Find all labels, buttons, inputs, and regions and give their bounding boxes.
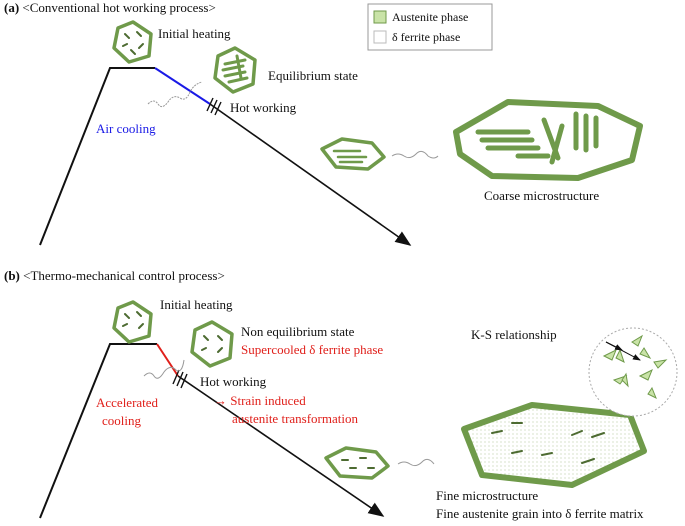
label-equilibrium-state: Equilibrium state <box>268 68 358 83</box>
label-non-equilibrium: Non equilibrium state <box>241 324 355 339</box>
grain-non-equilibrium-b <box>190 320 234 368</box>
panel-b-heading: (b) <Thermo-mechanical control process> <box>4 268 225 283</box>
panel-a-process-line <box>39 67 412 246</box>
connector-a2 <box>391 150 439 159</box>
label-fine-austenite: Fine austenite grain into δ ferrite matr… <box>436 506 644 521</box>
grain-initial-heating-b <box>112 300 153 344</box>
label-accelerated-1: Accelerated <box>96 395 159 410</box>
label-ks-relationship: K-S relationship <box>471 327 557 342</box>
label-hot-working-a: Hot working <box>230 100 297 115</box>
panel-b-letter: (b) <box>4 268 20 283</box>
ks-relationship-circle <box>588 327 678 417</box>
label-supercooled: Supercooled δ ferrite phase <box>241 342 384 357</box>
label-strain-induced-2: austenite transformation <box>232 411 358 426</box>
panel-b-title: <Thermo-mechanical control process> <box>23 268 225 283</box>
label-initial-heating-b: Initial heating <box>160 297 233 312</box>
grain-equilibrium-a <box>213 46 257 94</box>
legend <box>367 3 493 51</box>
grain-fine-small-b <box>324 446 390 480</box>
label-hot-working-b: Hot working <box>200 374 267 389</box>
panel-b-process-line <box>39 343 385 519</box>
panel-a-letter: (a) <box>4 0 20 15</box>
label-strain-induced-1: → Strain induced <box>214 393 306 408</box>
connector-a1 <box>147 81 203 108</box>
legend-austenite: Austenite phase <box>392 10 469 24</box>
connector-b1 <box>143 359 185 379</box>
grain-fine-large-b <box>461 402 647 488</box>
label-initial-heating-a: Initial heating <box>158 26 231 41</box>
label-coarse-microstructure: Coarse microstructure <box>484 188 600 203</box>
grain-initial-heating-a <box>112 20 153 64</box>
label-fine-microstructure: Fine microstructure <box>436 488 539 503</box>
legend-ferrite: δ ferrite phase <box>392 30 461 44</box>
label-air-cooling: Air cooling <box>96 121 156 136</box>
label-accelerated-2: cooling <box>102 413 141 428</box>
panel-a-title: <Conventional hot working process> <box>22 0 216 15</box>
panel-a-heading: (a) <Conventional hot working process> <box>4 0 216 15</box>
grain-coarse-small-a <box>320 137 386 171</box>
connector-b2 <box>397 458 435 467</box>
grain-coarse-large-a <box>453 99 643 181</box>
